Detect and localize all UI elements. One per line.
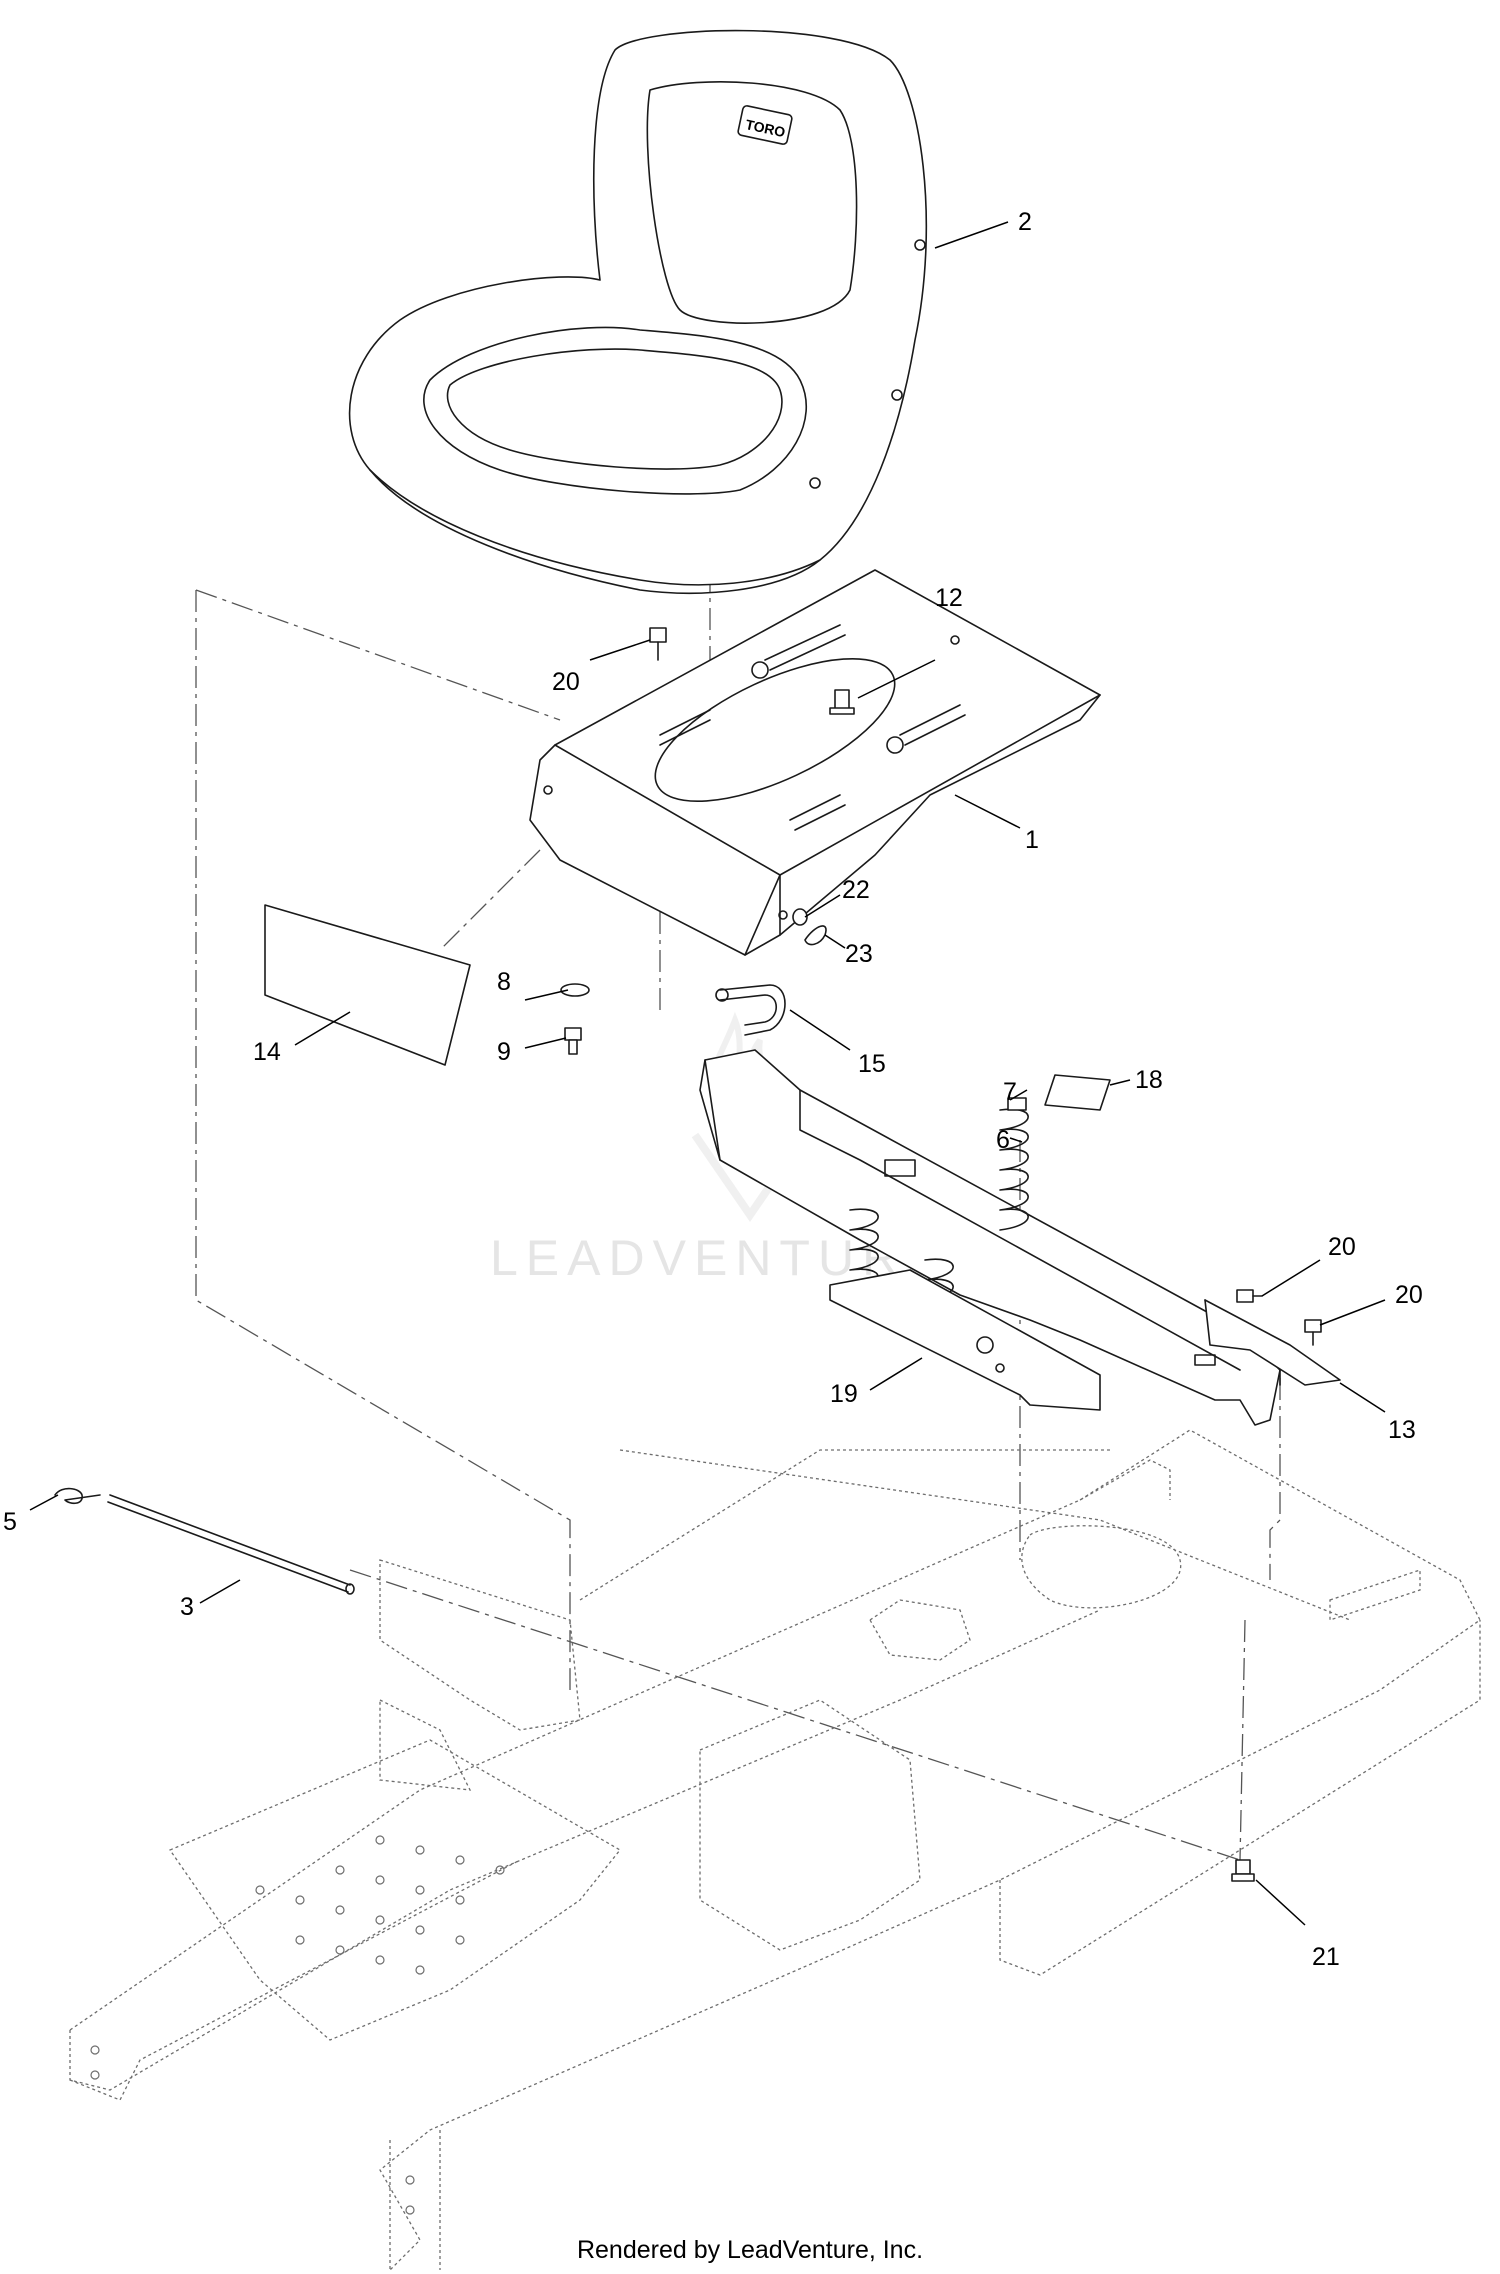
callout-leaders — [29, 221, 1386, 1926]
bracket-13 — [1204, 1299, 1341, 1386]
decal-18 — [1044, 1074, 1111, 1111]
callout-20b: 20 — [1328, 1233, 1356, 1261]
spring-6-right — [999, 1108, 1029, 1231]
callout-19: 19 — [830, 1380, 858, 1408]
callout-6: 6 — [996, 1126, 1010, 1154]
callout-labels: 2 12 20 1 22 23 8 9 14 15 7 18 6 20 20 1… — [3, 208, 1423, 1971]
cotter-pin-5 — [54, 1487, 101, 1505]
bolt-20-top — [649, 627, 667, 661]
adjust-lever-15 — [715, 984, 786, 1036]
callout-23: 23 — [845, 940, 873, 968]
pivot-rod-3 — [107, 1494, 355, 1595]
bolt-20-right — [1304, 1319, 1322, 1346]
callout-9: 9 — [497, 1038, 511, 1066]
washer-22 — [792, 908, 808, 926]
callout-2: 2 — [1018, 208, 1032, 236]
bolt-20-mid — [1236, 1289, 1263, 1303]
callout-3: 3 — [180, 1593, 194, 1621]
callout-20c: 20 — [1395, 1281, 1423, 1309]
callout-20: 20 — [552, 668, 580, 696]
clip-23 — [804, 925, 827, 946]
decal-14 — [264, 904, 471, 1066]
stud-12 — [829, 689, 855, 715]
bolt-21 — [1231, 1859, 1255, 1882]
callout-22: 22 — [842, 876, 870, 904]
callout-12: 12 — [935, 584, 963, 612]
spring-base-plate-19 — [829, 1269, 1101, 1411]
chassis-frame — [69, 1429, 1481, 2271]
callout-13: 13 — [1388, 1416, 1416, 1444]
callout-18: 18 — [1135, 1066, 1163, 1094]
seat: TORO — [348, 29, 928, 594]
bolt-9 — [564, 1027, 582, 1055]
seat-mounting-plate — [529, 569, 1101, 956]
callout-1: 1 — [1025, 826, 1039, 854]
footer-credit: Rendered by LeadVenture, Inc. — [576, 2236, 924, 2264]
callout-21: 21 — [1312, 1943, 1340, 1971]
assembly-guide-lines — [195, 570, 1281, 1861]
callout-15: 15 — [858, 1050, 886, 1078]
callout-14: 14 — [253, 1038, 281, 1066]
callout-7: 7 — [1003, 1078, 1017, 1106]
callout-5: 5 — [3, 1508, 17, 1536]
washer-8 — [560, 983, 590, 997]
callout-8: 8 — [497, 968, 511, 996]
nut-7 — [1007, 1097, 1027, 1111]
seat-logo-badge — [737, 105, 793, 145]
